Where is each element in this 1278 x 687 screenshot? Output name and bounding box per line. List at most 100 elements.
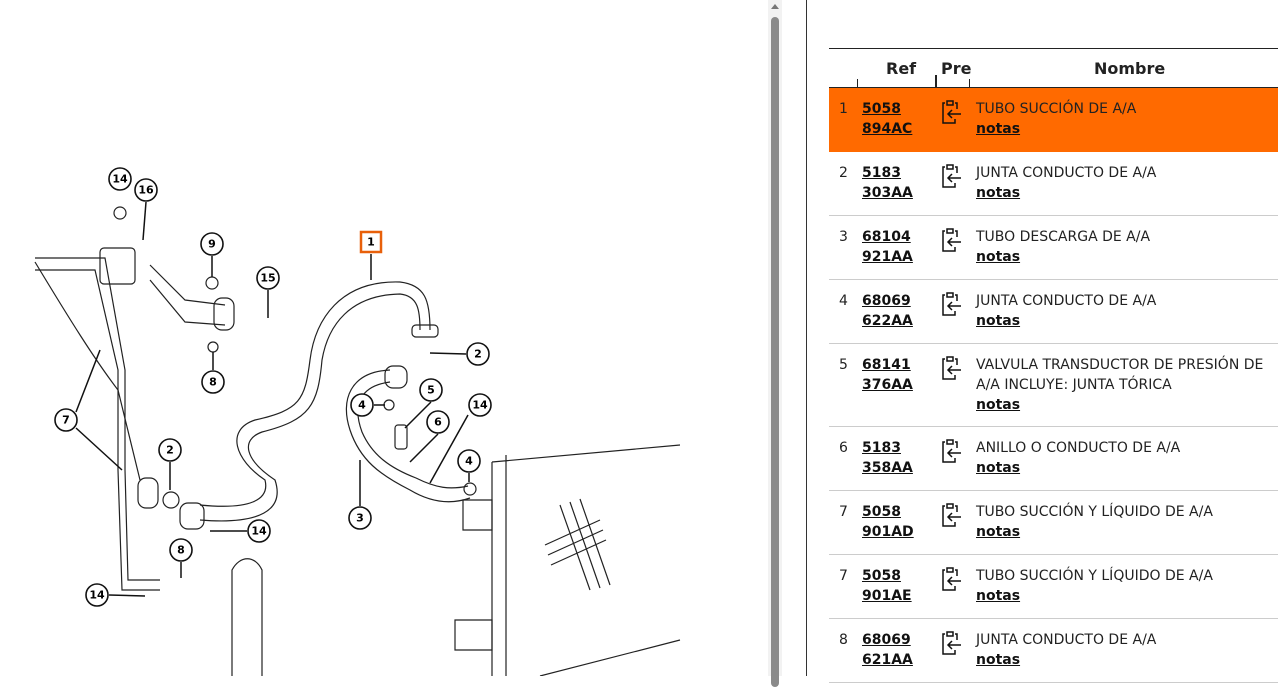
row-number: 8 bbox=[839, 632, 848, 648]
callout-3[interactable]: 3 bbox=[348, 506, 372, 530]
notes-link[interactable]: notas bbox=[976, 397, 1021, 413]
callout-highlight-box bbox=[359, 230, 383, 254]
diagram-scrollbar[interactable] bbox=[768, 0, 782, 687]
callout-5[interactable]: 5 bbox=[419, 378, 443, 402]
ref-line-2[interactable]: 894AC bbox=[862, 121, 913, 137]
callout-lines bbox=[75, 201, 470, 597]
callout-8[interactable]: 8 bbox=[169, 538, 193, 562]
part-name: TUBO DESCARGA DE A/A bbox=[976, 229, 1151, 245]
clipboard-arrow-icon[interactable] bbox=[939, 566, 963, 592]
clipboard-arrow-icon[interactable] bbox=[939, 355, 963, 381]
ref-line-2[interactable]: 622AA bbox=[862, 313, 913, 329]
ref-line-1[interactable]: 68069 bbox=[862, 632, 911, 648]
callout-label: 16 bbox=[138, 184, 154, 197]
callout-label: 14 bbox=[472, 399, 488, 412]
notes-link[interactable]: notas bbox=[976, 249, 1021, 265]
ref-line-1[interactable]: 68104 bbox=[862, 229, 911, 245]
callout-14[interactable]: 14 bbox=[468, 393, 492, 417]
callout-label: 4 bbox=[358, 399, 366, 412]
ref-line-1[interactable]: 5183 bbox=[862, 440, 901, 456]
callout-label: 6 bbox=[434, 416, 442, 429]
part-name: TUBO SUCCIÓN Y LÍQUIDO DE A/A bbox=[976, 568, 1213, 584]
part-ref-link[interactable]: 68141 376AA bbox=[862, 355, 932, 395]
callout-label: 4 bbox=[465, 455, 473, 468]
callout-14[interactable]: 14 bbox=[85, 583, 109, 607]
part-ref-link[interactable]: 5183 358AA bbox=[862, 438, 932, 478]
callout-15[interactable]: 15 bbox=[256, 266, 280, 290]
notes-link[interactable]: notas bbox=[976, 588, 1021, 604]
ref-line-2[interactable]: 303AA bbox=[862, 185, 913, 201]
ref-line-2[interactable]: 621AA bbox=[862, 652, 913, 668]
part-ref-link[interactable]: 5183 303AA bbox=[862, 163, 932, 203]
header-pre[interactable]: Pre bbox=[941, 59, 972, 78]
notes-link[interactable]: notas bbox=[976, 313, 1021, 329]
callout-4[interactable]: 4 bbox=[457, 449, 481, 473]
callout-8[interactable]: 8 bbox=[201, 370, 225, 394]
ref-line-2[interactable]: 921AA bbox=[862, 249, 913, 265]
ref-line-1[interactable]: 5058 bbox=[862, 568, 901, 584]
ref-line-1[interactable]: 5058 bbox=[862, 504, 901, 520]
row-number: 4 bbox=[839, 293, 848, 309]
callout-label: 15 bbox=[260, 272, 275, 285]
notes-link[interactable]: notas bbox=[976, 121, 1021, 137]
clipboard-arrow-icon[interactable] bbox=[939, 630, 963, 656]
ref-line-2[interactable]: 376AA bbox=[862, 377, 913, 393]
header-nombre[interactable]: Nombre bbox=[1094, 59, 1166, 78]
ref-line-1[interactable]: 5058 bbox=[862, 101, 901, 117]
ref-line-1[interactable]: 68069 bbox=[862, 293, 911, 309]
clipboard-arrow-icon[interactable] bbox=[939, 291, 963, 317]
callout-14[interactable]: 14 bbox=[247, 519, 271, 543]
callout-label: 5 bbox=[427, 384, 435, 397]
callout-14[interactable]: 14 bbox=[108, 167, 132, 191]
part-ref-link[interactable]: 68069 622AA bbox=[862, 291, 932, 331]
row-number: 7 bbox=[839, 504, 848, 520]
scroll-up-arrow-icon[interactable] bbox=[771, 4, 779, 9]
callout-6[interactable]: 6 bbox=[426, 410, 450, 434]
part-name: JUNTA CONDUCTO DE A/A bbox=[976, 293, 1157, 309]
clipboard-arrow-icon[interactable] bbox=[939, 163, 963, 189]
scroll-thumb[interactable] bbox=[771, 17, 779, 687]
part-ref-link[interactable]: 68069 621AA bbox=[862, 630, 932, 670]
header-ref[interactable]: Ref bbox=[886, 59, 917, 78]
callout-2[interactable]: 2 bbox=[466, 342, 490, 366]
part-name: TUBO SUCCIÓN DE A/A bbox=[976, 101, 1137, 117]
callout-1[interactable]: 1 bbox=[359, 230, 383, 254]
ref-line-2[interactable]: 901AD bbox=[862, 524, 914, 540]
callout-2[interactable]: 2 bbox=[158, 438, 182, 462]
table-row[interactable]: 4 68069 622AA JUNTA CONDUCTO DE A/A notas bbox=[829, 280, 1278, 344]
part-ref-link[interactable]: 5058 901AE bbox=[862, 566, 932, 606]
callout-label: 9 bbox=[208, 238, 216, 251]
part-ref-link[interactable]: 5058 894AC bbox=[862, 99, 932, 139]
notes-link[interactable]: notas bbox=[976, 524, 1021, 540]
callout-label: 14 bbox=[112, 173, 128, 186]
ref-line-2[interactable]: 901AE bbox=[862, 588, 912, 604]
notes-link[interactable]: notas bbox=[976, 652, 1021, 668]
notes-link[interactable]: notas bbox=[976, 185, 1021, 201]
notes-link[interactable]: notas bbox=[976, 460, 1021, 476]
part-ref-link[interactable]: 68104 921AA bbox=[862, 227, 932, 267]
clipboard-arrow-icon[interactable] bbox=[939, 502, 963, 528]
clipboard-arrow-icon[interactable] bbox=[939, 99, 963, 125]
callout-9[interactable]: 9 bbox=[200, 232, 224, 256]
ref-line-2[interactable]: 358AA bbox=[862, 460, 913, 476]
part-ref-link[interactable]: 5058 901AD bbox=[862, 502, 932, 542]
callout-7[interactable]: 7 bbox=[54, 408, 78, 432]
callout-label: 3 bbox=[356, 512, 364, 525]
part-name: JUNTA CONDUCTO DE A/A bbox=[976, 165, 1157, 181]
clipboard-arrow-icon[interactable] bbox=[939, 438, 963, 464]
callout-16[interactable]: 16 bbox=[134, 178, 158, 202]
callout-label: 8 bbox=[209, 376, 217, 389]
parts-diagram: 14 16 9 15 8 1 2 4 5 14 6 7 2 3 14 4 8 14 bbox=[34, 167, 681, 676]
callout-4[interactable]: 4 bbox=[350, 393, 374, 417]
ref-line-1[interactable]: 5183 bbox=[862, 165, 901, 181]
clipboard-arrow-icon[interactable] bbox=[939, 227, 963, 253]
ref-line-1[interactable]: 68141 bbox=[862, 357, 911, 373]
